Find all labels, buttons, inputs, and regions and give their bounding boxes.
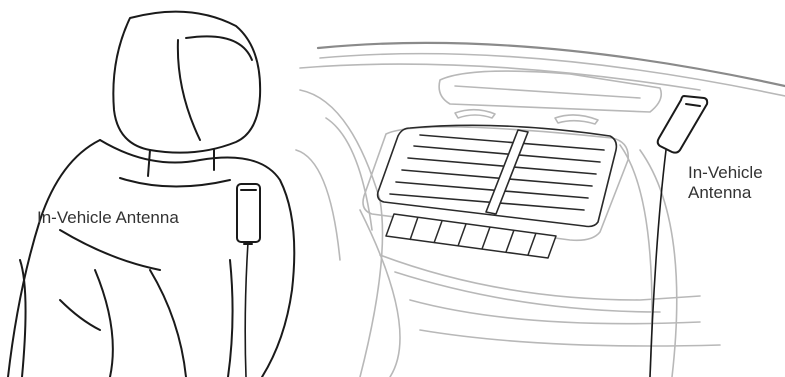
button-strip	[386, 214, 556, 258]
dash-antenna	[650, 96, 707, 377]
dash-antenna-body	[658, 96, 707, 153]
headrest	[113, 12, 260, 153]
defrost-vent-left	[455, 110, 495, 118]
seat-back	[8, 140, 100, 377]
defrost-vent-right	[555, 115, 598, 124]
dashboard	[296, 43, 785, 377]
dash-antenna-label-line1: In-Vehicle	[688, 163, 763, 183]
dash-antenna-label: In-Vehicle Antenna	[688, 163, 763, 203]
air-vent-grille	[378, 125, 617, 226]
dash-antenna-label-line2: Antenna	[688, 183, 763, 203]
seat-antenna	[237, 184, 260, 377]
seat-antenna-label: In-Vehicle Antenna	[37, 208, 179, 228]
seat-antenna-body	[237, 184, 260, 242]
seat-antenna-cable	[245, 242, 248, 377]
